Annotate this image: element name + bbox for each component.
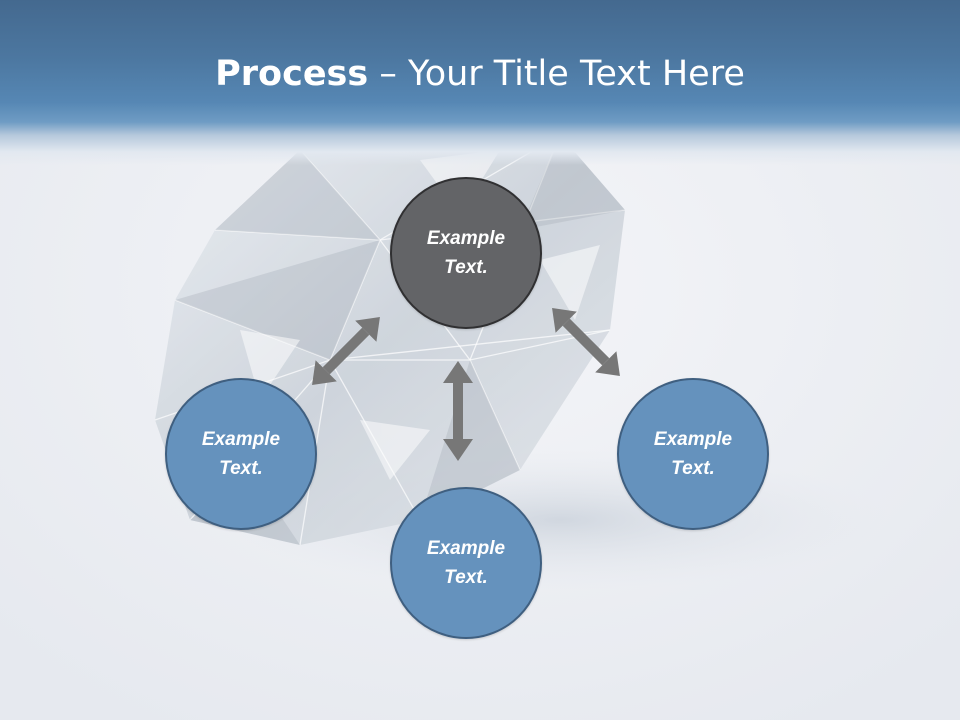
process-node-bottom: Example Text. <box>390 487 542 639</box>
process-node-center: Example Text. <box>390 177 542 329</box>
node-center-line2: Text. <box>444 257 488 278</box>
title-bold: Process <box>215 54 369 94</box>
process-node-left: Example Text. <box>165 378 317 530</box>
slide-title: Process – Your Title Text Here <box>0 52 960 96</box>
header-band <box>0 0 960 165</box>
node-left-line2: Text. <box>219 458 263 479</box>
process-node-right: Example Text. <box>617 378 769 530</box>
node-center-line1: Example <box>426 228 506 249</box>
node-bottom-line1: Example <box>426 538 506 559</box>
node-right-line2: Text. <box>671 458 715 479</box>
node-right-line1: Example <box>653 429 733 450</box>
title-rest: – Your Title Text Here <box>368 54 745 94</box>
node-left-line1: Example <box>201 429 281 450</box>
node-bottom-line2: Text. <box>444 567 488 588</box>
